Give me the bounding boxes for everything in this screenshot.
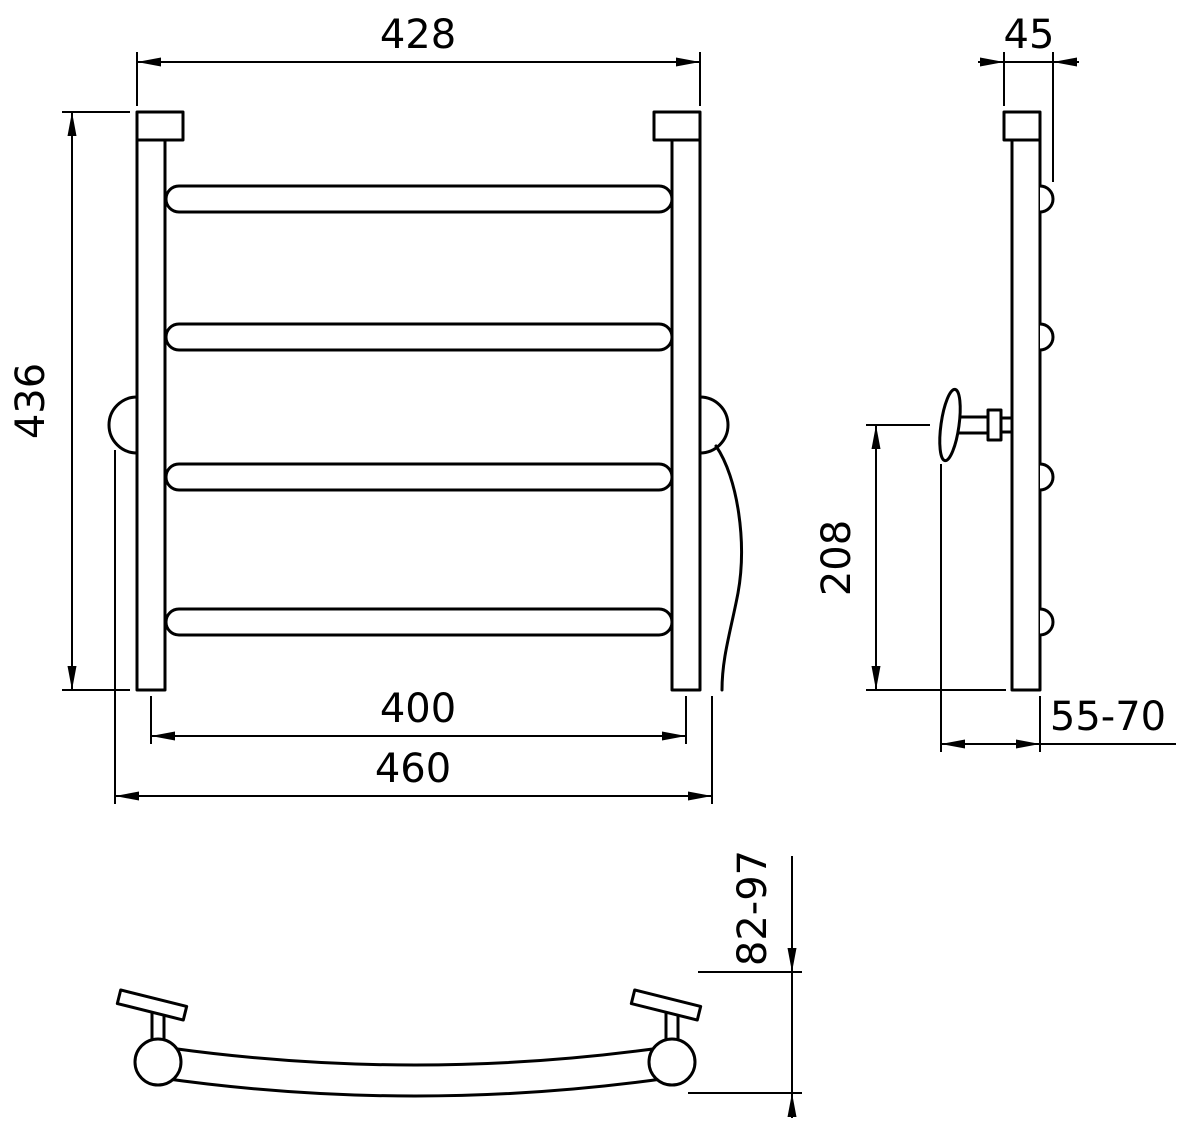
right-post: [670, 138, 702, 692]
left-end-cap: [133, 1037, 183, 1087]
bracket-nut: [986, 408, 1003, 442]
bar-end-4: [1039, 607, 1055, 637]
side-bar-ends: [1039, 184, 1055, 637]
dim-front-overall-width: 460: [114, 450, 713, 804]
bar-end-2: [1039, 322, 1055, 352]
side-view: 45 208 55-70: [814, 12, 1176, 752]
dim-front-rail-width-label: 400: [380, 686, 456, 732]
side-post: [1010, 138, 1042, 692]
left-post-cap: [135, 110, 185, 142]
bar-2: [164, 322, 674, 352]
dim-side-bracket-height-label: 208: [814, 520, 860, 596]
front-bars: [164, 184, 674, 637]
top-view: 82-97: [115, 850, 802, 1118]
dim-side-wall-clearance-label: 55-70: [1050, 694, 1166, 740]
bar-3: [164, 462, 674, 492]
front-wall-brackets: [107, 395, 730, 455]
side-frame: [1002, 110, 1042, 692]
dim-front-width-top-label: 428: [380, 12, 456, 58]
bar-end-1: [1039, 184, 1055, 214]
right-end-cap: [647, 1037, 697, 1087]
bracket-wall-plate: [115, 988, 189, 1022]
front-frame: [135, 110, 702, 692]
dim-top-projection-label: 82-97: [730, 850, 776, 966]
dim-front-height-label: 436: [8, 363, 54, 439]
bar-end-3: [1039, 462, 1055, 492]
side-post-cap: [1002, 110, 1042, 142]
bracket-wall-plate: [938, 387, 962, 463]
curved-bar: [159, 1046, 671, 1098]
top-right-bracket: [629, 988, 703, 1042]
dim-front-rail-width: 400: [150, 686, 687, 744]
dim-front-height: 436: [8, 111, 130, 691]
dim-side-bracket-height: 208: [814, 424, 1006, 691]
cable-curve: [714, 444, 743, 692]
front-view: 428 436 400 460: [8, 12, 743, 804]
dim-front-width-top: 428: [136, 12, 701, 106]
dim-side-depth: 45: [978, 12, 1079, 182]
top-left-bracket: [115, 988, 189, 1042]
dim-front-overall-width-label: 460: [375, 746, 451, 792]
dim-side-depth-label: 45: [1004, 12, 1055, 58]
side-wall-bracket: [938, 387, 1014, 463]
bracket-connector: [999, 416, 1014, 434]
dim-side-wall-clearance: 55-70: [940, 464, 1176, 752]
left-post: [135, 138, 167, 692]
bar-4: [164, 607, 674, 637]
dim-top-projection: 82-97: [688, 850, 802, 1118]
right-post-cap: [652, 110, 702, 142]
bar-1: [164, 184, 674, 214]
bracket-wall-plate: [629, 988, 703, 1022]
